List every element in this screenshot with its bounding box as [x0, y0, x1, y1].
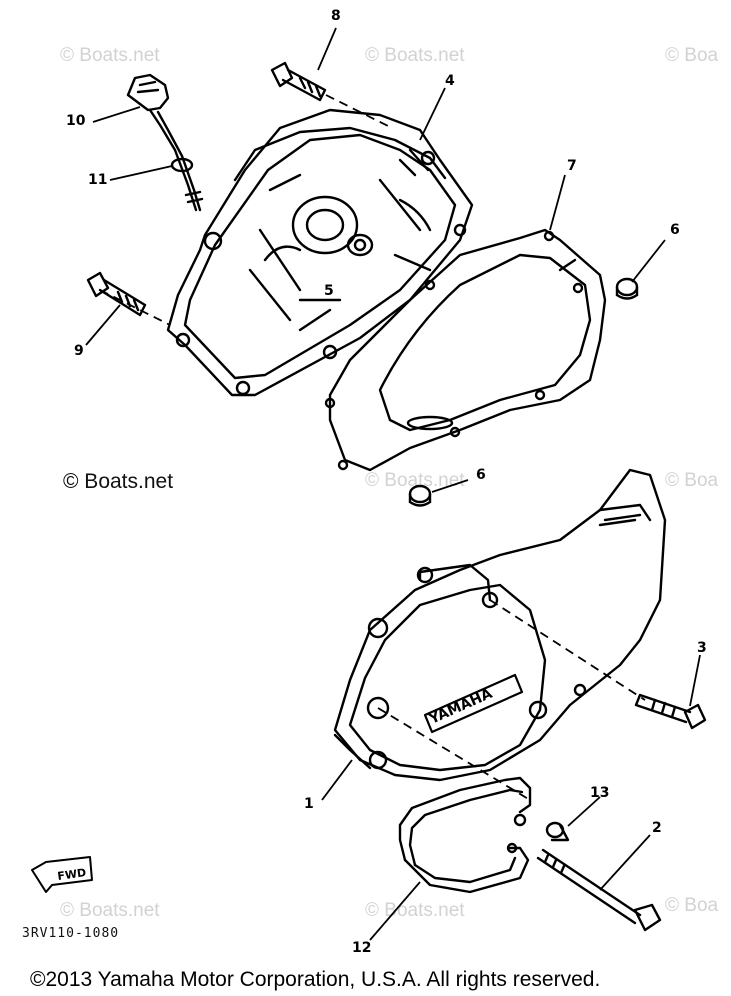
copyright-notice: ©2013 Yamaha Motor Corporation, U.S.A. A… [30, 968, 601, 991]
callout-7: 7 [567, 158, 577, 174]
dowel-pin-6-lower [408, 484, 432, 507]
callout-13: 13 [590, 785, 610, 801]
yamaha-badge-label: YAMAHA [426, 686, 495, 728]
callout-3: 3 [697, 640, 707, 656]
dowel-pin-6-upper [615, 277, 639, 300]
bolt-3 [634, 693, 707, 730]
callout-6-lower: 6 [476, 467, 486, 483]
gasket [324, 228, 607, 472]
dipstick-10 [126, 73, 204, 212]
watermark: © Boats.net [60, 900, 160, 921]
crankcase-cover-outer [333, 468, 667, 782]
cover-guard-handle [398, 776, 532, 894]
callout-10: 10 [66, 113, 86, 129]
bolt-8 [270, 61, 327, 102]
callout-5: 5 [324, 283, 334, 299]
bolt-2 [536, 848, 662, 932]
callout-2: 2 [652, 820, 662, 836]
callout-4: 4 [445, 73, 455, 89]
fwd-arrow-icon [31, 856, 93, 893]
watermark: © Boats.net [365, 470, 465, 491]
leader-lines [85, 27, 701, 941]
watermark: © Boats.net [365, 45, 465, 66]
callout-8: 8 [331, 8, 341, 24]
screw-13 [545, 821, 570, 842]
watermark: © Boats.net [60, 45, 160, 66]
callout-6-upper: 6 [670, 222, 680, 238]
watermark: © Boa [665, 470, 719, 491]
callout-9: 9 [74, 343, 84, 359]
callout-1: 1 [304, 796, 314, 812]
watermark: © Boa [665, 45, 719, 66]
watermark: © Boa [665, 895, 719, 916]
o-ring-11 [170, 157, 194, 173]
watermark-primary: © Boats.net [63, 470, 174, 493]
fwd-label: FWD [57, 866, 87, 883]
yamaha-badge-outline [423, 673, 524, 734]
drawing-code: 3RV110-1080 [22, 926, 120, 941]
callout-12: 12 [352, 940, 372, 956]
crankcase-cover-inner [166, 108, 474, 397]
callout-11: 11 [88, 172, 108, 188]
